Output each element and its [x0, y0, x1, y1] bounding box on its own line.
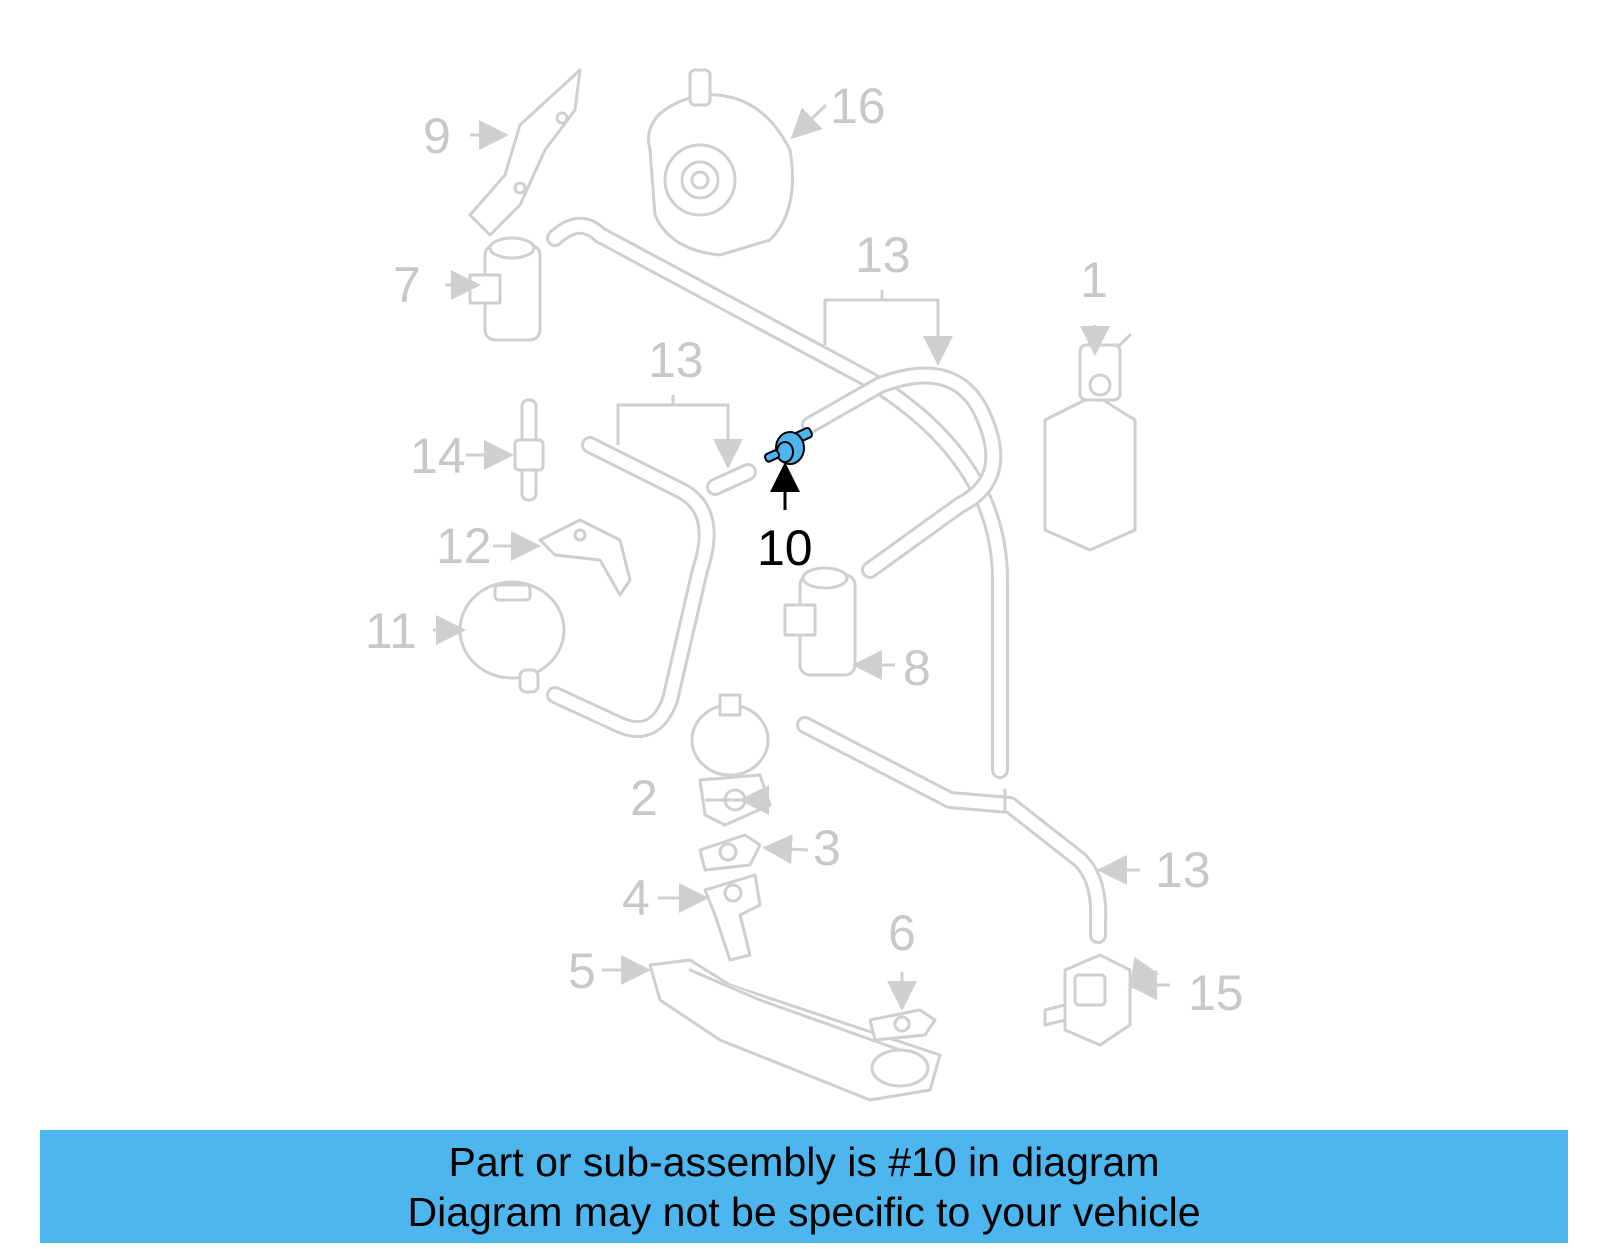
callout-13-middle: 13 [648, 332, 704, 388]
pipe-4 [703, 873, 762, 962]
callout-6: 6 [888, 905, 916, 961]
part-10-highlighted[interactable] [763, 426, 813, 465]
callout-10: 10 [757, 520, 813, 576]
parts-diagram: 1 2 3 4 5 6 7 8 9 10 11 12 13 13 13 14 1… [365, 68, 1244, 1102]
gasket-6 [868, 1008, 937, 1042]
bracket-9 [468, 68, 582, 237]
callout-16: 16 [830, 78, 886, 134]
canister-1 [1043, 333, 1137, 552]
callout-arrows [433, 103, 1170, 1011]
callout-5: 5 [568, 943, 596, 999]
callout-7: 7 [393, 257, 421, 313]
info-banner: Part or sub-assembly is #10 in diagram D… [40, 1130, 1568, 1243]
connector-14 [513, 398, 545, 502]
callout-15: 15 [1188, 965, 1244, 1021]
egr-cooler-5 [648, 958, 942, 1102]
hose-13-left [546, 436, 716, 738]
callout-14: 14 [410, 428, 466, 484]
sensor-15 [1043, 953, 1132, 1047]
hose-13-upper-loop [801, 366, 1003, 579]
hose-13-short [706, 463, 757, 496]
callout-9: 9 [423, 108, 451, 164]
egr-valve-2 [690, 693, 772, 827]
solenoid-valve-7 [468, 236, 542, 342]
callout-1: 1 [1080, 252, 1108, 308]
hose-13-lower [796, 716, 1108, 944]
hose-13-long [546, 216, 1009, 779]
callout-8: 8 [903, 640, 931, 696]
callout-12: 12 [436, 518, 492, 574]
banner-line-1: Part or sub-assembly is #10 in diagram [448, 1138, 1160, 1185]
callout-11: 11 [365, 603, 417, 659]
callout-3: 3 [813, 820, 841, 876]
solenoid-valve-8 [783, 566, 857, 677]
bracket-12 [538, 518, 632, 597]
callout-4: 4 [622, 870, 650, 926]
vacuum-pump-16 [647, 68, 794, 257]
callout-13-right: 13 [1155, 842, 1211, 898]
reservoir-11 [458, 580, 566, 694]
callout-2: 2 [630, 770, 658, 826]
callout-13-top: 13 [855, 227, 911, 283]
gasket-3 [698, 833, 762, 872]
banner-line-2: Diagram may not be specific to your vehi… [407, 1188, 1201, 1235]
